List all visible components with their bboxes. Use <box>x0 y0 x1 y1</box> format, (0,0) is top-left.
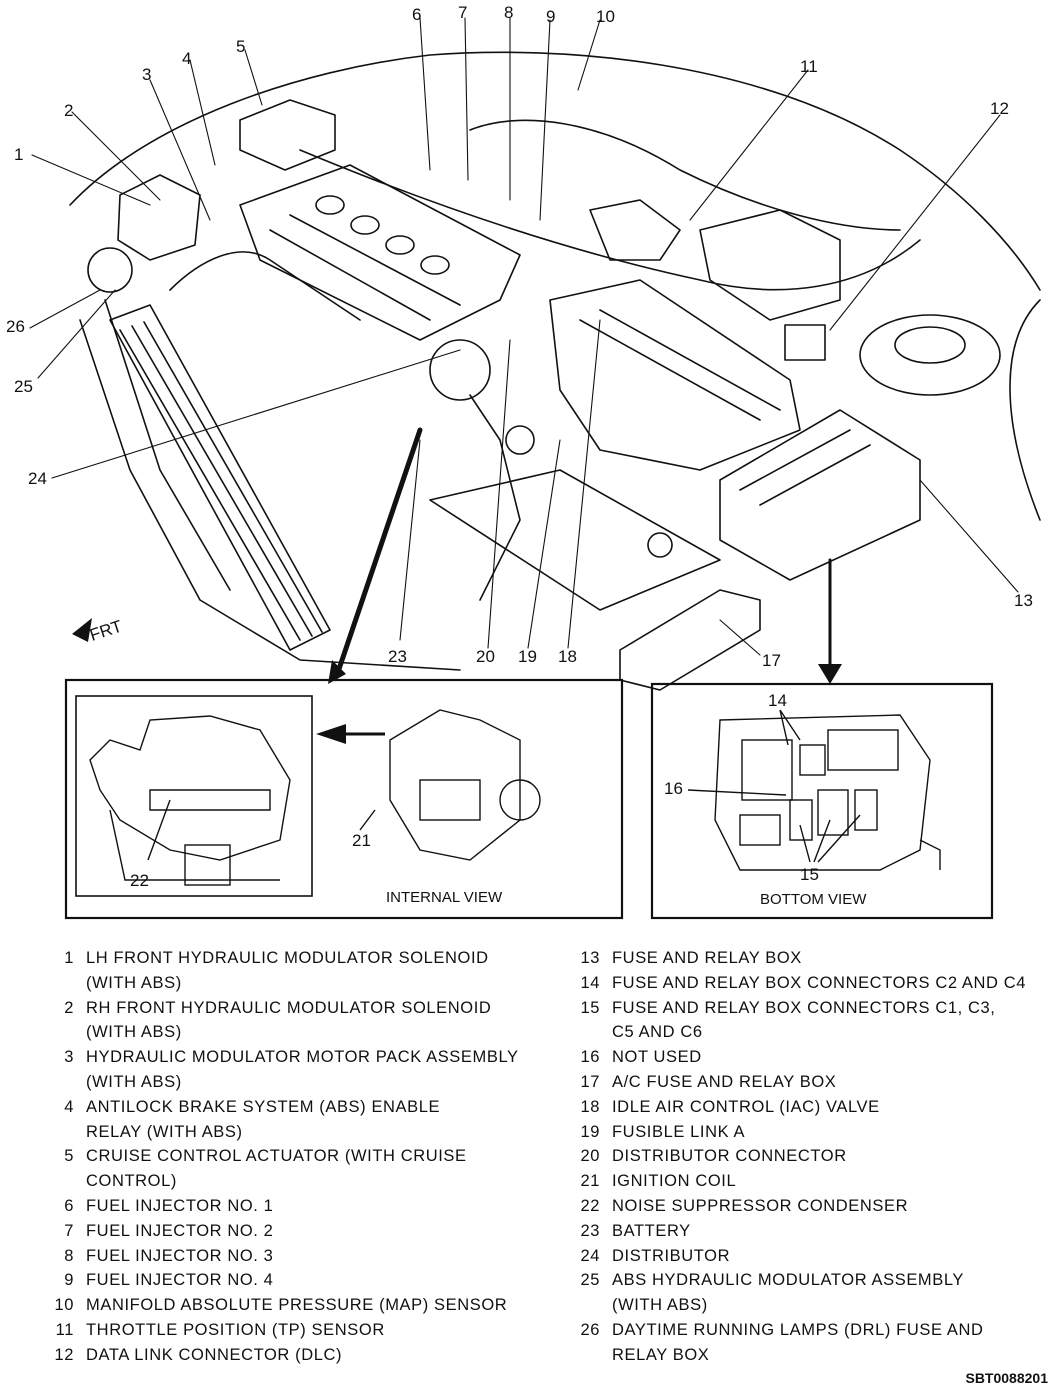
right-fender <box>1009 299 1041 521</box>
callout-20: 20 <box>476 647 495 666</box>
hood-outline <box>69 51 1041 291</box>
data-link-connector <box>784 324 826 361</box>
intake-plenum <box>549 279 801 471</box>
throttle-body <box>589 199 681 261</box>
callout-14: 14 <box>768 691 787 710</box>
callout-24: 24 <box>28 469 47 488</box>
callout-18: 18 <box>558 647 577 666</box>
callout-2: 2 <box>64 101 73 120</box>
engine-compartment-diagram: FRT 1 2 3 4 5 6 7 8 9 10 11 12 13 17 18 … <box>6 3 1041 920</box>
callout-23: 23 <box>388 647 407 666</box>
air-cleaner <box>699 209 841 321</box>
abs-modulator <box>117 174 201 261</box>
front-arrow-icon <box>72 618 92 642</box>
figure-code: SBT0088201 <box>965 1370 1048 1386</box>
callout-5: 5 <box>236 37 245 56</box>
callout-15: 15 <box>800 865 819 884</box>
internal-view-caption: INTERNAL VIEW <box>386 889 503 906</box>
callout-9: 9 <box>546 7 555 26</box>
valve-cover <box>239 164 521 341</box>
front-frame <box>79 319 461 671</box>
radiator <box>109 304 331 651</box>
callout-16: 16 <box>664 779 683 798</box>
callout-19: 19 <box>518 647 537 666</box>
callout-6: 6 <box>412 5 421 24</box>
cruise-actuator <box>239 99 336 171</box>
callout-11: 11 <box>800 57 818 76</box>
callout-22: 22 <box>130 871 149 890</box>
internal-view-inset: 21 22 INTERNAL VIEW <box>64 678 624 920</box>
callout-26: 26 <box>6 317 25 336</box>
callout-12: 12 <box>990 99 1009 118</box>
battery <box>429 469 721 611</box>
direction-label: FRT <box>87 617 124 645</box>
callout-17: 17 <box>762 651 781 670</box>
ac-fuse-box <box>619 589 761 691</box>
callout-7: 7 <box>458 3 467 22</box>
callout-8: 8 <box>504 3 513 22</box>
fuse-relay-box <box>719 409 921 581</box>
strut-tower <box>859 314 1001 396</box>
bottom-view-inset: 14 15 16 BOTTOM VIEW <box>650 682 994 920</box>
callout-4: 4 <box>182 49 191 68</box>
callout-1: 1 <box>14 145 23 164</box>
callout-3: 3 <box>142 65 151 84</box>
callout-13: 13 <box>1014 591 1033 610</box>
distributor <box>429 339 491 401</box>
callout-10: 10 <box>596 7 615 26</box>
callout-25: 25 <box>14 377 33 396</box>
callout-21: 21 <box>352 831 371 850</box>
bottom-view-caption: BOTTOM VIEW <box>760 891 867 908</box>
